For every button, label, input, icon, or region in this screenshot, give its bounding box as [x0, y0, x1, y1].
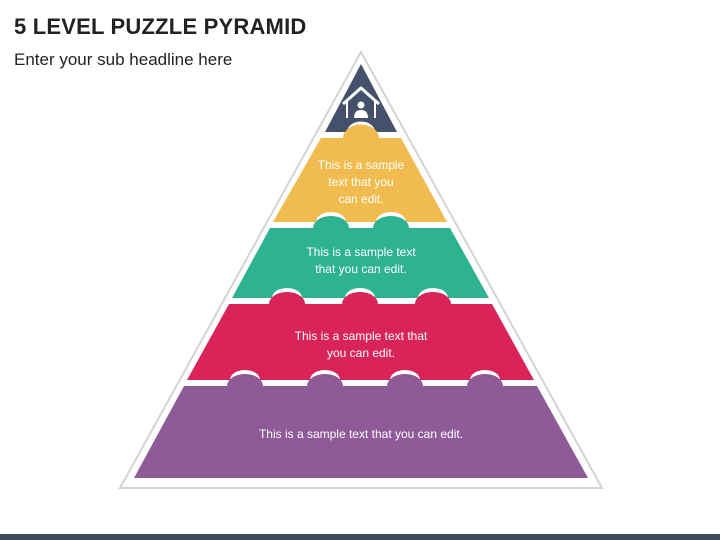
footer-bar: [0, 534, 720, 540]
level-3-line-2: that you can edit.: [315, 262, 406, 276]
level-2-text: This is a sample text that you can edit.: [318, 158, 405, 206]
pyramid-level-2[interactable]: [273, 124, 447, 223]
house-person-icon: [342, 86, 380, 118]
pyramid-level-5[interactable]: [134, 374, 588, 478]
level-5-line-1: This is a sample text that you can edit.: [259, 427, 463, 441]
level-3-text: This is a sample text that you can edit.: [306, 245, 416, 276]
level-5-text: This is a sample text that you can edit.: [259, 427, 463, 441]
level-2-line-2: text that you: [328, 175, 393, 189]
pyramid-level-1[interactable]: [325, 64, 397, 132]
level-4-line-2: you can edit.: [327, 346, 395, 360]
level-2-line-3: can edit.: [338, 192, 383, 206]
level-2-line-1: This is a sample: [318, 158, 405, 172]
page-subtitle: Enter your sub headline here: [14, 50, 233, 69]
pyramid-level-3[interactable]: [232, 216, 489, 298]
pyramid-level-4[interactable]: [187, 292, 534, 380]
level-4-text: This is a sample text that you can edit.: [295, 329, 428, 360]
level-3-line-1: This is a sample text: [306, 245, 416, 259]
level-4-line-1: This is a sample text that: [295, 329, 428, 343]
page-title: 5 LEVEL PUZZLE PYRAMID: [14, 14, 307, 39]
